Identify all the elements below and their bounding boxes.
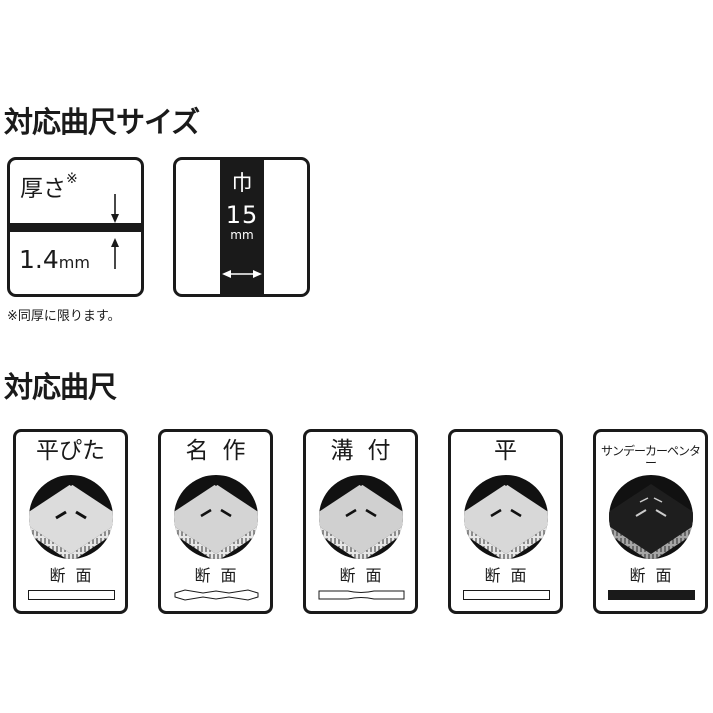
ruler-card-hirapita: 平ぴた 断面 [13, 429, 128, 614]
ruler-illustration-icon [29, 475, 113, 559]
note-mark: ※ [66, 171, 78, 187]
section-label: 断面 [194, 566, 247, 585]
ruler-name: 名作 [185, 438, 260, 464]
section-title-sizes: 対応曲尺サイズ [4, 105, 200, 139]
ruler-card-mizotsuki: 溝付 断面 [303, 429, 418, 614]
width-band: 巾 15 mm [220, 160, 264, 294]
ruler-name: サンデーカーペンター [600, 444, 701, 470]
thickness-label: 厚さ※ [20, 172, 78, 202]
ruler-illustration-icon [609, 475, 693, 559]
ruler-card-meisaku: 名作 断面 [158, 429, 273, 614]
section-label: 断面 [629, 566, 682, 585]
ruler-name: 溝付 [330, 438, 405, 464]
thickness-value: 1.4mm [19, 247, 90, 272]
cross-section-flat-icon [28, 590, 115, 600]
section-label: 断面 [484, 566, 537, 585]
thickness-unit: mm [58, 253, 90, 272]
width-arrows-icon [222, 270, 262, 278]
section-title-rulers: 対応曲尺 [4, 370, 117, 404]
width-number: 15 [225, 201, 259, 229]
thickness-arrows-icon [111, 194, 119, 269]
thickness-number: 1.4 [19, 245, 59, 274]
ruler-card-hira: 平 断面 [448, 429, 563, 614]
width-unit: mm [230, 228, 254, 242]
cross-section-solid-icon [608, 590, 695, 600]
width-label: 巾 [231, 171, 253, 195]
ruler-illustration-icon [319, 475, 403, 559]
section-label: 断面 [49, 566, 102, 585]
width-box: 巾 15 mm [173, 157, 310, 297]
section-label: 断面 [339, 566, 392, 585]
cross-section-grooved-icon [318, 590, 405, 600]
ruler-illustration-icon [174, 475, 258, 559]
cross-section-flat-icon [463, 590, 550, 600]
ruler-name: 平 [494, 438, 517, 464]
thickness-band [10, 223, 141, 232]
ruler-card-sunday-carpenter: サンデーカーペンター 断面 [593, 429, 708, 614]
ruler-illustration-icon [464, 475, 548, 559]
thickness-box: 厚さ※ 1.4mm [7, 157, 144, 297]
note-text: ※同厚に限ります。 [7, 309, 121, 324]
thickness-label-text: 厚さ [20, 176, 66, 202]
cross-section-wavy-icon [174, 589, 259, 601]
ruler-name: 平ぴた [36, 438, 105, 464]
